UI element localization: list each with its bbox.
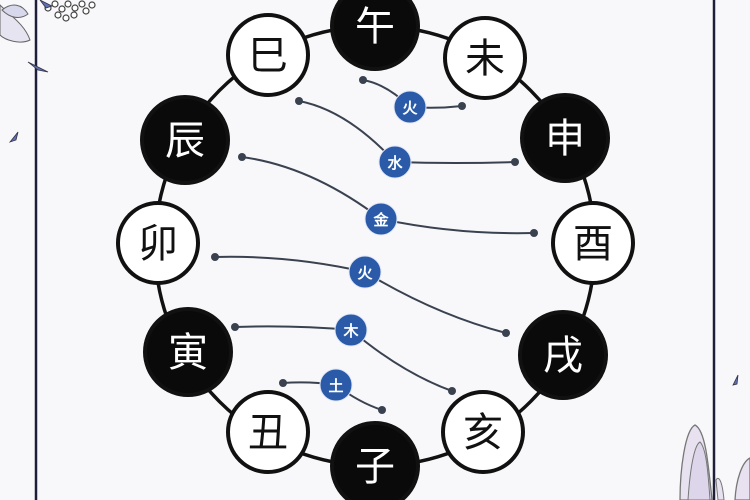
mountain-decoration-bottom-right bbox=[679, 374, 750, 500]
branch-node-circle bbox=[443, 16, 527, 100]
branch-node-label: 子 bbox=[355, 444, 395, 490]
connector-start-dot bbox=[231, 323, 239, 331]
pair-connector: 土 bbox=[279, 368, 386, 414]
element-badge-label: 金 bbox=[372, 211, 389, 229]
element-badge bbox=[364, 202, 398, 236]
branch-node: 巳 bbox=[226, 13, 310, 97]
branch-node-label: 巳 bbox=[248, 33, 288, 79]
branch-node-circle bbox=[330, 421, 420, 500]
branch-node: 亥 bbox=[441, 390, 525, 474]
element-badge-label: 水 bbox=[387, 154, 403, 172]
branch-node-label: 申 bbox=[545, 116, 585, 162]
pair-connector: 火 bbox=[359, 76, 466, 124]
branch-node: 午 bbox=[330, 0, 420, 71]
branch-node: 酉 bbox=[551, 201, 635, 285]
pair-connector: 水 bbox=[295, 97, 519, 179]
branch-node-label: 卯 bbox=[138, 221, 178, 267]
element-badge-label: 木 bbox=[342, 322, 359, 340]
connector-end-dot bbox=[502, 329, 510, 337]
connector-start-dot bbox=[238, 153, 246, 161]
branch-node-label: 午 bbox=[355, 4, 395, 50]
element-badge bbox=[334, 313, 368, 347]
branch-node-circle bbox=[226, 390, 310, 474]
branch-node: 辰 bbox=[140, 95, 230, 185]
branch-node-circle bbox=[518, 310, 608, 400]
pair-connector: 金 bbox=[238, 153, 538, 237]
branch-node-circle bbox=[226, 13, 310, 97]
branch-node-label: 寅 bbox=[168, 330, 208, 376]
pair-connector: 木 bbox=[231, 313, 456, 395]
branch-node: 申 bbox=[520, 93, 610, 183]
branch-node-circle bbox=[551, 201, 635, 285]
branch-node-circle bbox=[520, 93, 610, 183]
branch-node-label: 辰 bbox=[165, 118, 205, 164]
connector-end-dot bbox=[458, 102, 466, 110]
branch-node: 子 bbox=[330, 421, 420, 500]
connector-start-dot bbox=[359, 76, 367, 84]
branch-node-label: 丑 bbox=[248, 410, 288, 456]
element-badge-label: 土 bbox=[328, 377, 343, 395]
branch-node-label: 酉 bbox=[573, 221, 613, 267]
branch-node-circle bbox=[330, 0, 420, 71]
branch-node: 卯 bbox=[116, 201, 200, 285]
branch-node: 未 bbox=[443, 16, 527, 100]
branch-node-label: 戌 bbox=[543, 333, 583, 379]
branch-node-circle bbox=[140, 95, 230, 185]
flower-decoration-top-left bbox=[0, 0, 96, 143]
connector-end-dot bbox=[448, 387, 456, 395]
branch-node-circle bbox=[441, 390, 525, 474]
connector-end-dot bbox=[511, 158, 519, 166]
branch-node: 戌 bbox=[518, 310, 608, 400]
connector-start-dot bbox=[279, 379, 287, 387]
connector-start-dot bbox=[295, 97, 303, 105]
connector-start-dot bbox=[211, 253, 219, 261]
branch-node-circle bbox=[116, 201, 200, 285]
element-badge bbox=[319, 368, 353, 402]
connector-end-dot bbox=[378, 406, 386, 414]
element-badge-label: 火 bbox=[357, 264, 373, 282]
connector-end-dot bbox=[530, 229, 538, 237]
element-badge bbox=[393, 90, 427, 124]
element-badge bbox=[348, 255, 382, 289]
element-badge bbox=[378, 145, 412, 179]
branch-node-label: 未 bbox=[465, 36, 505, 82]
branch-node: 寅 bbox=[143, 307, 233, 397]
branch-node: 丑 bbox=[226, 390, 310, 474]
branch-node-label: 亥 bbox=[463, 410, 503, 456]
branch-ring bbox=[153, 24, 597, 468]
branch-node-circle bbox=[143, 307, 233, 397]
pair-connector: 火 bbox=[211, 253, 510, 337]
element-badge-label: 火 bbox=[402, 99, 418, 117]
